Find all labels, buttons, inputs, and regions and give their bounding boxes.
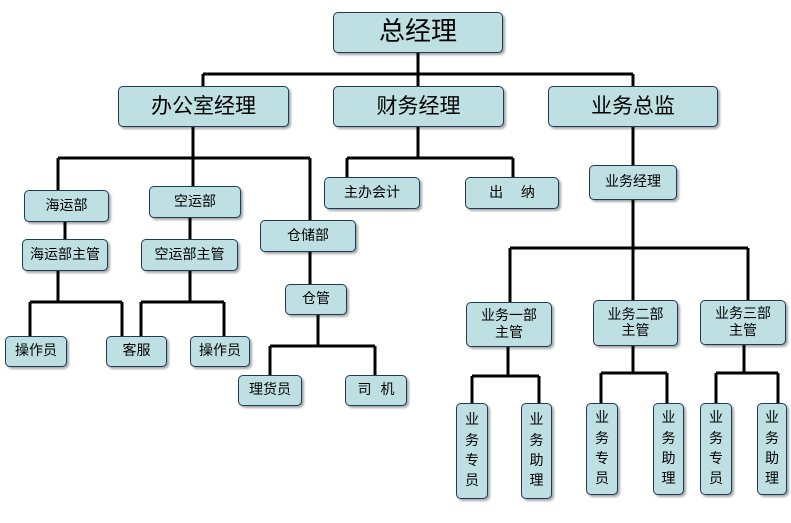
node-ceo-label: 总经理 — [378, 16, 457, 47]
node-operator-2-label: 操作员 — [199, 343, 241, 360]
node-finance-manager: 财务经理 — [333, 86, 504, 127]
node-specialist-2: 业务专员 — [586, 403, 618, 495]
node-business-manager-label: 业务经理 — [605, 174, 661, 191]
node-dept1-supervisor: 业务一部主管 — [466, 302, 552, 347]
node-dept1-supervisor-label: 业务一部主管 — [480, 308, 537, 341]
node-dept2-supervisor-label: 业务二部主管 — [607, 306, 664, 339]
node-customer-service-label: 客服 — [122, 343, 151, 360]
node-operator-1: 操作员 — [5, 336, 67, 367]
node-sea-dept-label: 海运部 — [45, 197, 88, 214]
node-office-manager: 办公室经理 — [118, 86, 289, 127]
node-air-dept: 空运部 — [149, 186, 241, 218]
node-warehouse-keeper: 仓管 — [285, 284, 347, 315]
node-air-dept-label: 空运部 — [174, 193, 216, 210]
node-business-director-label: 业务总监 — [591, 94, 675, 119]
node-assistant-1: 业务助理 — [521, 403, 552, 499]
node-cargo-handler: 理货员 — [238, 375, 302, 406]
node-assistant-3: 业务助理 — [757, 403, 787, 495]
node-driver-label: 司 机 — [357, 382, 395, 399]
node-warehouse-dept-label: 仓储部 — [287, 227, 329, 244]
node-dept3-supervisor-label: 业务三部主管 — [714, 306, 771, 339]
node-dept3-supervisor: 业务三部主管 — [700, 300, 786, 345]
node-office-manager-label: 办公室经理 — [151, 94, 256, 119]
node-air-supervisor-label: 空运部主管 — [154, 246, 225, 263]
node-operator-2: 操作员 — [190, 336, 250, 367]
node-business-manager: 业务经理 — [589, 165, 677, 200]
node-specialist-1: 业务专员 — [456, 403, 488, 499]
node-sea-dept: 海运部 — [24, 190, 109, 222]
node-warehouse-keeper-label: 仓管 — [302, 291, 330, 308]
node-cashier: 出 纳 — [465, 177, 559, 209]
node-cargo-handler-label: 理货员 — [249, 382, 291, 399]
node-specialist-3: 业务专员 — [700, 403, 732, 495]
node-cashier-label: 出 纳 — [489, 184, 535, 201]
node-customer-service: 客服 — [106, 336, 167, 367]
node-specialist-2-label: 业务专员 — [595, 410, 609, 488]
node-assistant-2-label: 业务助理 — [661, 410, 676, 488]
node-sea-supervisor: 海运部主管 — [22, 239, 108, 271]
node-finance-manager-label: 财务经理 — [376, 94, 461, 119]
node-assistant-3-label: 业务助理 — [765, 410, 779, 488]
node-specialist-3-label: 业务专员 — [709, 410, 723, 488]
node-chief-accountant-label: 主办会计 — [344, 184, 400, 201]
node-driver: 司 机 — [345, 375, 407, 406]
node-chief-accountant: 主办会计 — [324, 177, 420, 209]
node-warehouse-dept: 仓储部 — [260, 220, 356, 252]
node-business-director: 业务总监 — [548, 86, 718, 127]
node-sea-supervisor-label: 海运部主管 — [30, 246, 100, 263]
node-operator-1-label: 操作员 — [15, 343, 57, 360]
node-specialist-1-label: 业务专员 — [465, 412, 479, 490]
node-ceo: 总经理 — [333, 12, 503, 53]
node-assistant-2: 业务助理 — [653, 403, 684, 495]
node-dept2-supervisor: 业务二部主管 — [593, 300, 678, 346]
node-assistant-1-label: 业务助理 — [529, 412, 544, 490]
node-air-supervisor: 空运部主管 — [141, 239, 238, 271]
